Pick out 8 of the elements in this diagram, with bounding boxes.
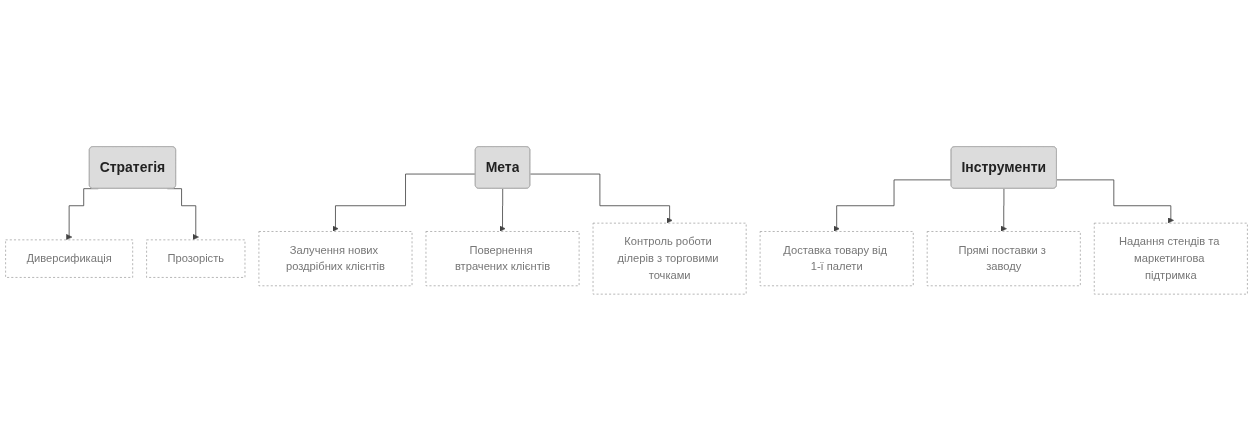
node-box: Надання стендів та маркетингова підтримка (1093, 222, 1248, 295)
node-box: Повернення втрачених клієнтів (425, 230, 580, 286)
node-box: Прозорість (146, 239, 246, 278)
node-box: Прямі поставки з заводу (926, 230, 1081, 286)
node-box: Залучення нових роздрібних клієнтів (258, 230, 413, 286)
node-box: Контроль роботи ділерів з торговими точками (592, 222, 747, 295)
node-box: Доставка товару від 1-ї палети (759, 230, 914, 286)
node-box: Диверсификація (5, 239, 134, 278)
